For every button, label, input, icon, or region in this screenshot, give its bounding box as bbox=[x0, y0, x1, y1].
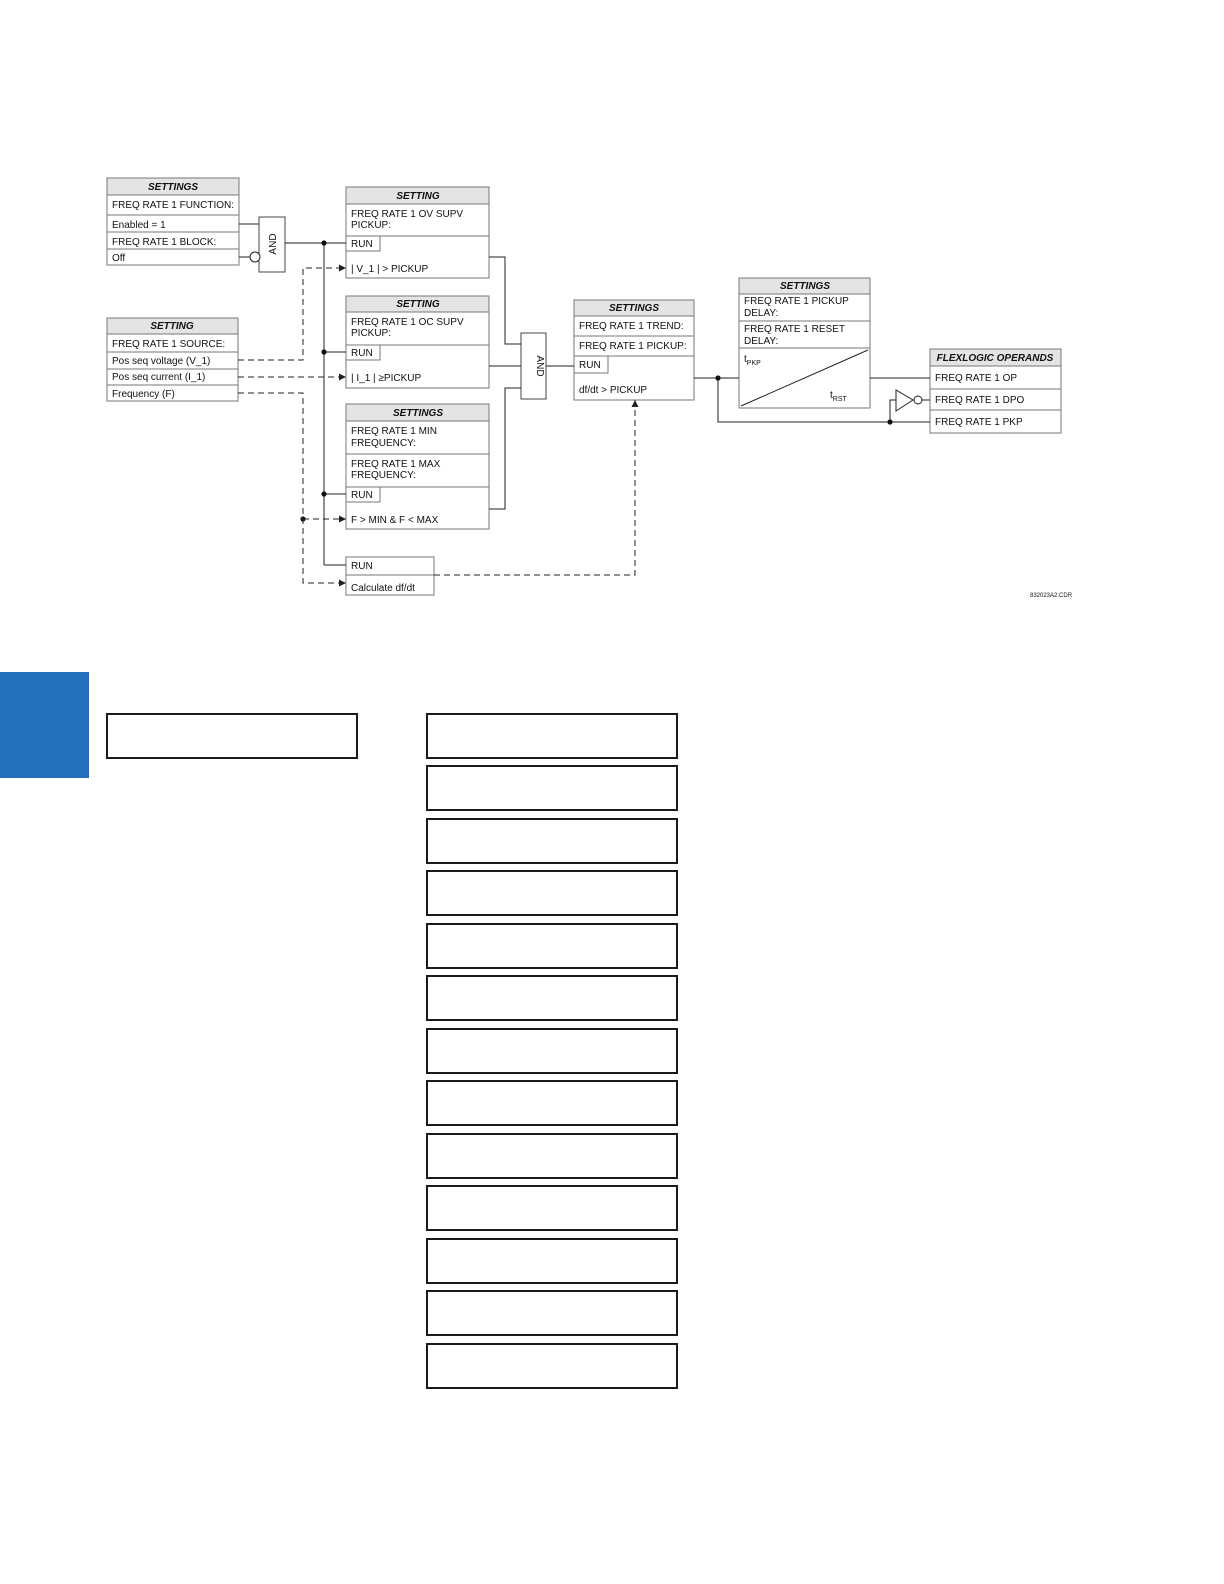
oc-condition: | I_1 | ≥PICKUP bbox=[351, 373, 421, 384]
max-freq-label-1: FREQ RATE 1 MAX bbox=[351, 459, 441, 470]
menu-item-6 bbox=[426, 975, 678, 1021]
timer-ramp bbox=[740, 349, 869, 407]
calc-label: Calculate df/dt bbox=[351, 583, 415, 594]
frequency-label: Frequency (F) bbox=[112, 389, 175, 400]
oc-run-label: RUN bbox=[351, 348, 373, 359]
function-settings-box: SETTINGS FREQ RATE 1 FUNCTION: Enabled =… bbox=[106, 177, 240, 266]
dashed-wires bbox=[238, 264, 639, 587]
settings-header: SETTINGS bbox=[148, 182, 198, 193]
ov-run-label: RUN bbox=[351, 239, 373, 250]
calculate-dfdt-box: RUN Calculate df/dt bbox=[345, 556, 435, 596]
timer-settings-header: SETTINGS bbox=[780, 281, 830, 292]
and-gate-2-label: AND bbox=[534, 355, 545, 376]
pickup-delay-label-2: DELAY: bbox=[744, 308, 778, 319]
junction-dots bbox=[300, 240, 893, 522]
block-label: FREQ RATE 1 BLOCK: bbox=[112, 237, 216, 248]
freq-run-label: RUN bbox=[351, 490, 373, 501]
menu-item-10 bbox=[426, 1185, 678, 1231]
freq-settings-header: SETTINGS bbox=[393, 408, 443, 419]
ov-condition: | V_1 | > PICKUP bbox=[351, 264, 429, 275]
source-setting-box: SETTING FREQ RATE 1 SOURCE: Pos seq volt… bbox=[106, 317, 239, 402]
frequency-rate-logic-diagram: SETTINGS FREQ RATE 1 FUNCTION: Enabled =… bbox=[106, 177, 1073, 599]
reset-delay-label-1: FREQ RATE 1 RESET bbox=[744, 324, 845, 335]
calc-run-label: RUN bbox=[351, 561, 373, 572]
oc-supervision-box: SETTING FREQ RATE 1 OC SUPV PICKUP: RUN … bbox=[345, 295, 490, 389]
menu-item-3 bbox=[426, 818, 678, 864]
menu-item-12 bbox=[426, 1290, 678, 1336]
reset-delay-label-2: DELAY: bbox=[744, 336, 778, 347]
ov-supv-label-1: FREQ RATE 1 OV SUPV bbox=[351, 209, 463, 220]
freq-condition: F > MIN & F < MAX bbox=[351, 515, 439, 526]
trst-label: tRST bbox=[830, 390, 848, 403]
trend-pickup-box: SETTINGS FREQ RATE 1 TREND: FREQ RATE 1 … bbox=[573, 299, 695, 401]
pickup-delay-label-1: FREQ RATE 1 PICKUP bbox=[744, 296, 849, 307]
timer-box: SETTINGS FREQ RATE 1 PICKUP DELAY: FREQ … bbox=[738, 277, 871, 409]
menu-item-13 bbox=[426, 1343, 678, 1389]
pos-seq-current-label: Pos seq current (I_1) bbox=[112, 372, 205, 383]
trend-run-label: RUN bbox=[579, 360, 601, 371]
dpo-inverter bbox=[895, 389, 923, 412]
tpkp-label: tPKP bbox=[744, 354, 761, 367]
min-freq-label-1: FREQ RATE 1 MIN bbox=[351, 426, 437, 437]
frequency-range-box: SETTINGS FREQ RATE 1 MIN FREQUENCY: FREQ… bbox=[345, 403, 490, 530]
ov-supv-label-2: PICKUP: bbox=[351, 220, 391, 231]
pickup-label: FREQ RATE 1 PICKUP: bbox=[579, 341, 687, 352]
pos-seq-voltage-label: Pos seq voltage (V_1) bbox=[112, 356, 210, 367]
source-label: FREQ RATE 1 SOURCE: bbox=[112, 339, 225, 350]
oc-supv-label-1: FREQ RATE 1 OC SUPV bbox=[351, 317, 464, 328]
menu-left-box bbox=[106, 713, 358, 759]
and-gate-1: AND bbox=[258, 216, 286, 273]
oc-setting-header: SETTING bbox=[396, 299, 440, 310]
menu-item-9 bbox=[426, 1133, 678, 1179]
menu-item-7 bbox=[426, 1028, 678, 1074]
ov-settings-header: SETTING bbox=[396, 191, 440, 202]
dpo-operand: FREQ RATE 1 DPO bbox=[935, 395, 1024, 406]
oc-supv-label-2: PICKUP: bbox=[351, 328, 391, 339]
max-freq-label-2: FREQUENCY: bbox=[351, 470, 416, 481]
and-gate-1-label: AND bbox=[268, 233, 279, 254]
trend-label: FREQ RATE 1 TREND: bbox=[579, 321, 684, 332]
function-label: FREQ RATE 1 FUNCTION: bbox=[112, 200, 234, 211]
menu-item-1 bbox=[426, 713, 678, 759]
menu-item-4 bbox=[426, 870, 678, 916]
setting-header: SETTING bbox=[150, 321, 194, 332]
pkp-operand: FREQ RATE 1 PKP bbox=[935, 417, 1023, 428]
inverter-bubble bbox=[249, 251, 261, 263]
dfdt-condition: df/dt > PICKUP bbox=[579, 385, 647, 396]
chapter-tab bbox=[0, 672, 89, 778]
min-freq-label-2: FREQUENCY: bbox=[351, 438, 416, 449]
and-gate-2: AND bbox=[520, 332, 547, 400]
menu-item-11 bbox=[426, 1238, 678, 1284]
menu-item-8 bbox=[426, 1080, 678, 1126]
flexlogic-operands-box: FLEXLOGIC OPERANDS FREQ RATE 1 OP FREQ R… bbox=[929, 348, 1062, 434]
op-operand: FREQ RATE 1 OP bbox=[935, 373, 1017, 384]
figure-code: 832023A2.CDR bbox=[1030, 593, 1073, 599]
menu-item-5 bbox=[426, 923, 678, 969]
solid-wires bbox=[285, 242, 930, 566]
ov-supervision-box: SETTING FREQ RATE 1 OV SUPV PICKUP: RUN … bbox=[345, 186, 490, 279]
enabled-label: Enabled = 1 bbox=[112, 220, 166, 231]
trend-settings-header: SETTINGS bbox=[609, 303, 659, 314]
off-label: Off bbox=[112, 253, 125, 264]
menu-item-2 bbox=[426, 765, 678, 811]
flexlogic-header: FLEXLOGIC OPERANDS bbox=[937, 353, 1054, 364]
